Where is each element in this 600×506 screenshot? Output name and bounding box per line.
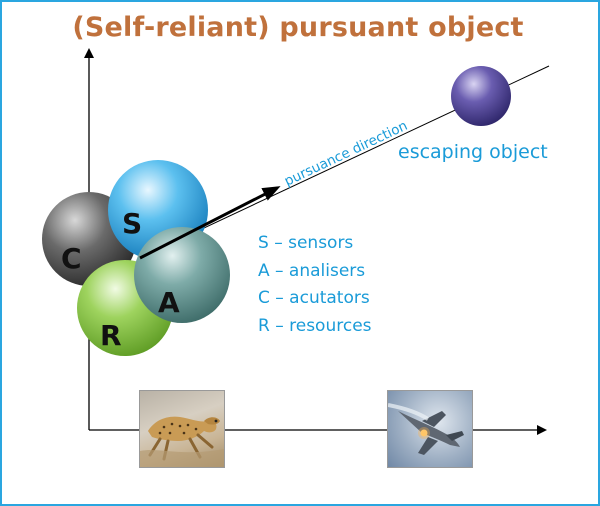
sphere-c-letter: C	[61, 242, 82, 275]
legend-item-analisers: A – analisers	[258, 260, 366, 281]
jet-fighter-photo	[387, 390, 473, 468]
escaping-object-sphere	[451, 66, 511, 126]
sphere-r-letter: R	[100, 319, 122, 352]
sphere-s-letter: S	[122, 207, 142, 240]
sphere-a-letter: A	[158, 286, 180, 319]
sphere-a	[134, 227, 230, 323]
legend: S – sensors A – analisers C – acutators …	[258, 230, 372, 340]
escaping-object-label: escaping object	[398, 141, 548, 163]
pursuance-arrow	[139, 186, 281, 260]
legend-item-acutators: C – acutators	[258, 288, 370, 308]
pursuance-direction-label: pursuance direction	[282, 118, 410, 190]
legend-item-sensors: S – sensors	[258, 233, 354, 253]
legend-item-resources: R – resources	[258, 315, 372, 336]
cheetah-photo	[139, 390, 225, 468]
diagram-title: (Self-reliant) pursuant object	[72, 12, 524, 43]
cheetah-icon	[140, 416, 224, 467]
jet-fighter-icon	[388, 403, 464, 455]
